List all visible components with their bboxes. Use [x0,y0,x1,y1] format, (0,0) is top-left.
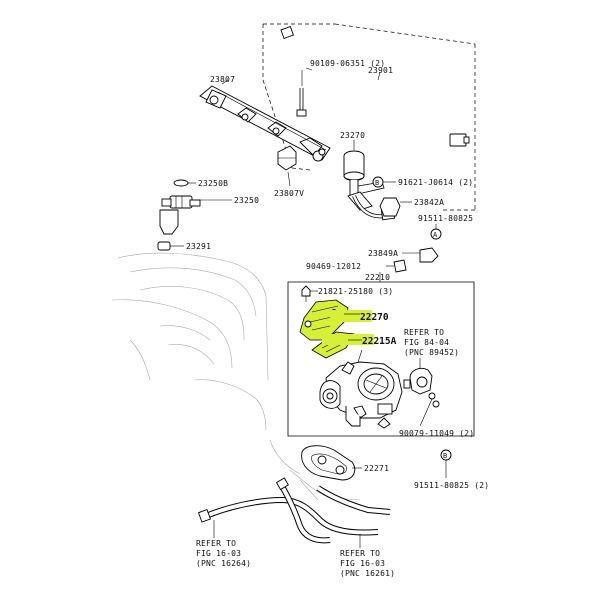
label-90109-06351: 90109-06351 (2) [310,59,385,68]
label-22210: 22210 [365,273,390,282]
marker-b-91511: B [440,449,452,478]
label-21821-25180: 21821-25180 (3) [318,287,393,296]
label-91511-80825: 91511-80825 [418,214,473,223]
label-23807v: 23807V [274,189,304,198]
refer-16-03-left-line3: (PNC 16264) [196,559,251,568]
marker-a-91511: A [430,224,442,240]
fuel-hose-23901 [280,25,470,147]
refer-84-04-line1: REFER TO [404,328,444,337]
throttle-position-sensor [403,367,433,395]
label-22271: 22271 [364,464,389,473]
label-23807: 23807 [210,75,235,84]
label-22215a: 22215A [362,336,397,347]
gasket-22271 [301,445,362,481]
label-90469-12012: 90469-12012 [306,262,361,271]
label-90079-11049: 90079-11049 (2) [399,429,474,438]
refer-16-03-right-line1: REFER TO [340,549,380,558]
label-23842a: 23842A [414,198,444,207]
refer-16-03-right-line3: (PNC 16261) [340,569,395,578]
label-22270: 22270 [360,312,389,323]
label-23250b: 23250B [198,179,228,188]
throttle-body-22210 [319,349,403,429]
screw-21821 [301,285,318,302]
gasket-22215a [311,331,374,359]
marker-b-2: B [443,452,447,460]
injector-23250 [159,195,232,235]
bolt-90109 [296,67,313,117]
screw-90079 [419,392,440,427]
label-23291: 23291 [186,242,211,251]
label-23270: 23270 [340,131,365,140]
clip-23842a [379,197,412,217]
marker-b-91621: B [372,176,396,188]
label-91511-80825-2: 91511-80825 (2) [414,481,489,490]
refer-84-04-line2: FIG 84-04 [404,338,449,347]
grommet-23291 [157,241,184,251]
label-23250: 23250 [234,196,259,205]
bracket-23849a [386,247,439,273]
throttle-body-frame [287,272,475,437]
engine-block-outline [111,252,361,501]
refer-16-03-left-line1: REFER TO [196,539,236,548]
marker-a-1: A [433,231,438,239]
label-91621-j0614: 91621-J0614 (2) [398,178,473,187]
marker-b-1: B [375,179,379,187]
label-23849a: 23849A [368,249,398,258]
o-ring-23250b [173,179,196,187]
refer-16-03-right-line2: FIG 16-03 [340,559,385,568]
fuel-rail-23807 [199,79,331,162]
label-23901: 23901 [368,66,393,75]
lower-hoses [197,477,391,548]
dashed-group-frame [262,23,476,211]
idle-air-valve-22270 [299,299,372,341]
retainer-23807v [277,145,297,187]
refer-16-03-left-line2: FIG 16-03 [196,549,241,558]
refer-84-04-line3: (PNC 89452) [404,348,459,357]
